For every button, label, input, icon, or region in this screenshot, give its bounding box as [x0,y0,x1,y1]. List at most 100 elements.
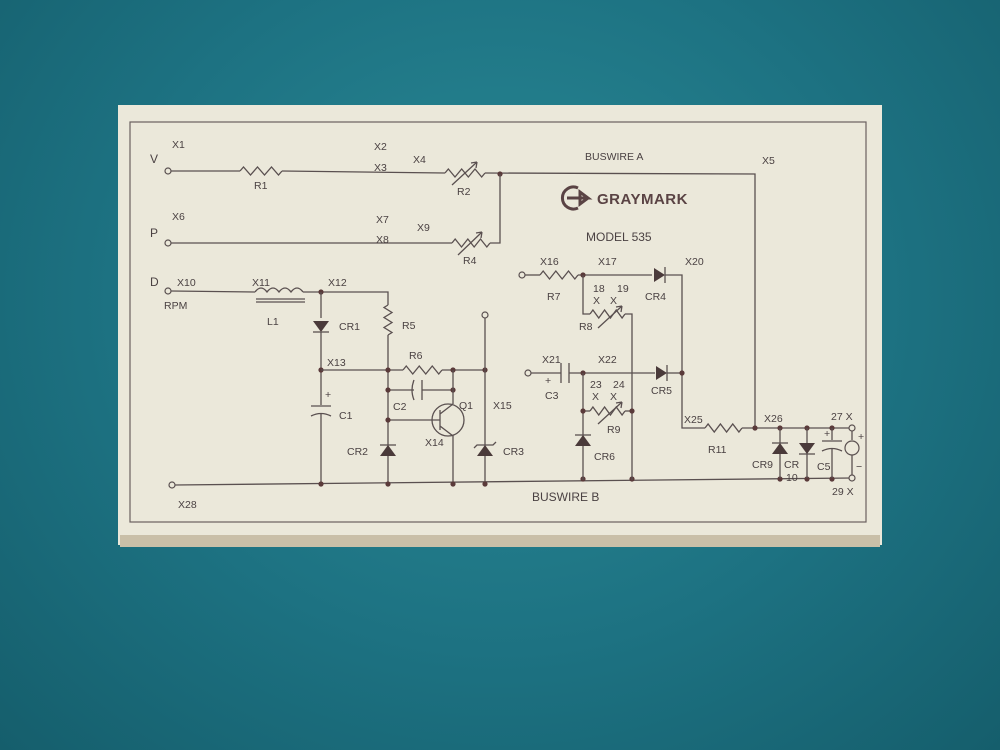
label-x22: X22 [598,354,617,366]
terminal-p: P [150,226,158,240]
junction-dot [385,417,391,423]
label-x9: X9 [417,222,430,234]
diode-cr1 [313,321,329,332]
label-r5: R5 [402,320,416,332]
wire [303,291,389,305]
label-cr5: CR5 [651,385,672,397]
r4-adjust-arrow [457,231,483,256]
label-x7: X7 [376,214,389,226]
label-cr4: CR4 [645,291,666,303]
capacitor-c5 [821,440,843,452]
diode-cr5 [656,366,667,380]
label-r6: R6 [409,350,423,362]
diode-cr4 [654,268,665,282]
label-24x: X [610,391,617,403]
label-x6: X6 [172,211,185,223]
label-l1: L1 [267,316,279,328]
wire [170,290,256,293]
label-x26: X26 [764,413,783,425]
junction-dot [450,481,456,487]
junction-dot [385,367,391,373]
inductor-l1 [254,287,304,294]
resistor-r8 [589,308,626,320]
label-c3-plus: + [545,375,551,387]
r2-adjust-arrow [451,161,478,186]
label-x3: X3 [374,162,387,174]
junction-dot [482,481,488,487]
terminal-circle [481,311,489,319]
zener-diode-cr3 [477,445,493,456]
label-x5: X5 [762,155,775,167]
resistor-r1 [239,166,283,176]
label-r8: R8 [579,321,593,333]
model-label: MODEL 535 [586,230,652,244]
resistor-r11 [704,422,743,434]
wire [625,313,633,480]
terminal-circle [848,474,856,482]
label-x4: X4 [413,154,426,166]
label-cr6: CR6 [594,451,615,463]
junction-dot [629,408,635,414]
label-q1: Q1 [459,400,473,412]
terminal-circle [518,271,526,279]
terminal-circle [164,287,172,295]
label-cr2: CR2 [347,446,368,458]
label-x14: X14 [425,437,444,449]
zener-diode-cr3-bar [473,441,497,449]
label-x11: X11 [252,277,270,289]
label-c3: C3 [545,390,559,402]
label-18: 18 [593,283,605,295]
label-x21: X21 [542,354,561,366]
terminal-v: V [150,152,158,166]
resistor-r7 [539,269,579,281]
label-c1: C1 [339,410,353,422]
schematic-border [129,121,867,523]
label-x29: 29 X [832,486,854,498]
label-x13: X13 [327,357,346,369]
junction-dot [679,370,685,376]
label-x27: 27 X [831,411,853,423]
label-19: 19 [617,283,629,295]
label-x2: X2 [374,141,387,153]
r9-adjust-arrow [597,401,623,425]
diode-cr9 [772,443,788,454]
terminal-circle [164,239,172,247]
diode-cr10 [799,443,815,454]
label-x25: X25 [684,414,703,426]
junction-dot [804,476,810,482]
brand-name: GRAYMARK [597,191,688,208]
label-cr10-num: 10 [786,472,798,484]
wire [484,172,756,428]
label-cr10: CR [784,459,800,471]
resistor-r9 [589,405,626,417]
resistor-r6 [402,364,443,376]
r8-adjust-arrow [597,305,623,329]
wire [174,477,853,486]
label-r4: R4 [463,255,477,267]
terminal-d: D [150,275,159,289]
label-x10: X10 [177,277,196,289]
component-labels: X1 X2 X3 X4 X5 X6 X7 X8 X9 X10 X11 X12 X… [172,139,864,511]
terminal-rpm: RPM [164,300,187,312]
label-r9: R9 [607,424,621,436]
junction-dot [752,425,758,431]
label-x20: X20 [685,256,704,268]
junction-dot [385,481,391,487]
label-x15: X15 [493,400,512,412]
label-cr1: CR1 [339,321,360,333]
terminal-circle [524,369,532,377]
label-r1: R1 [254,180,268,192]
label-x1: X1 [172,139,185,151]
label-meter-minus: − [856,461,862,473]
wire [582,275,590,315]
inductor-core [256,298,305,303]
diode-cr2 [380,445,396,456]
graymark-logo: GRAYMARK [560,185,688,211]
resistor-r5 [382,304,394,336]
buswire-b-label: BUSWIRE B [532,490,599,504]
junction-dot [385,387,391,393]
wire [439,403,454,483]
label-x8: X8 [376,234,389,246]
label-meter-plus: + [858,431,864,443]
